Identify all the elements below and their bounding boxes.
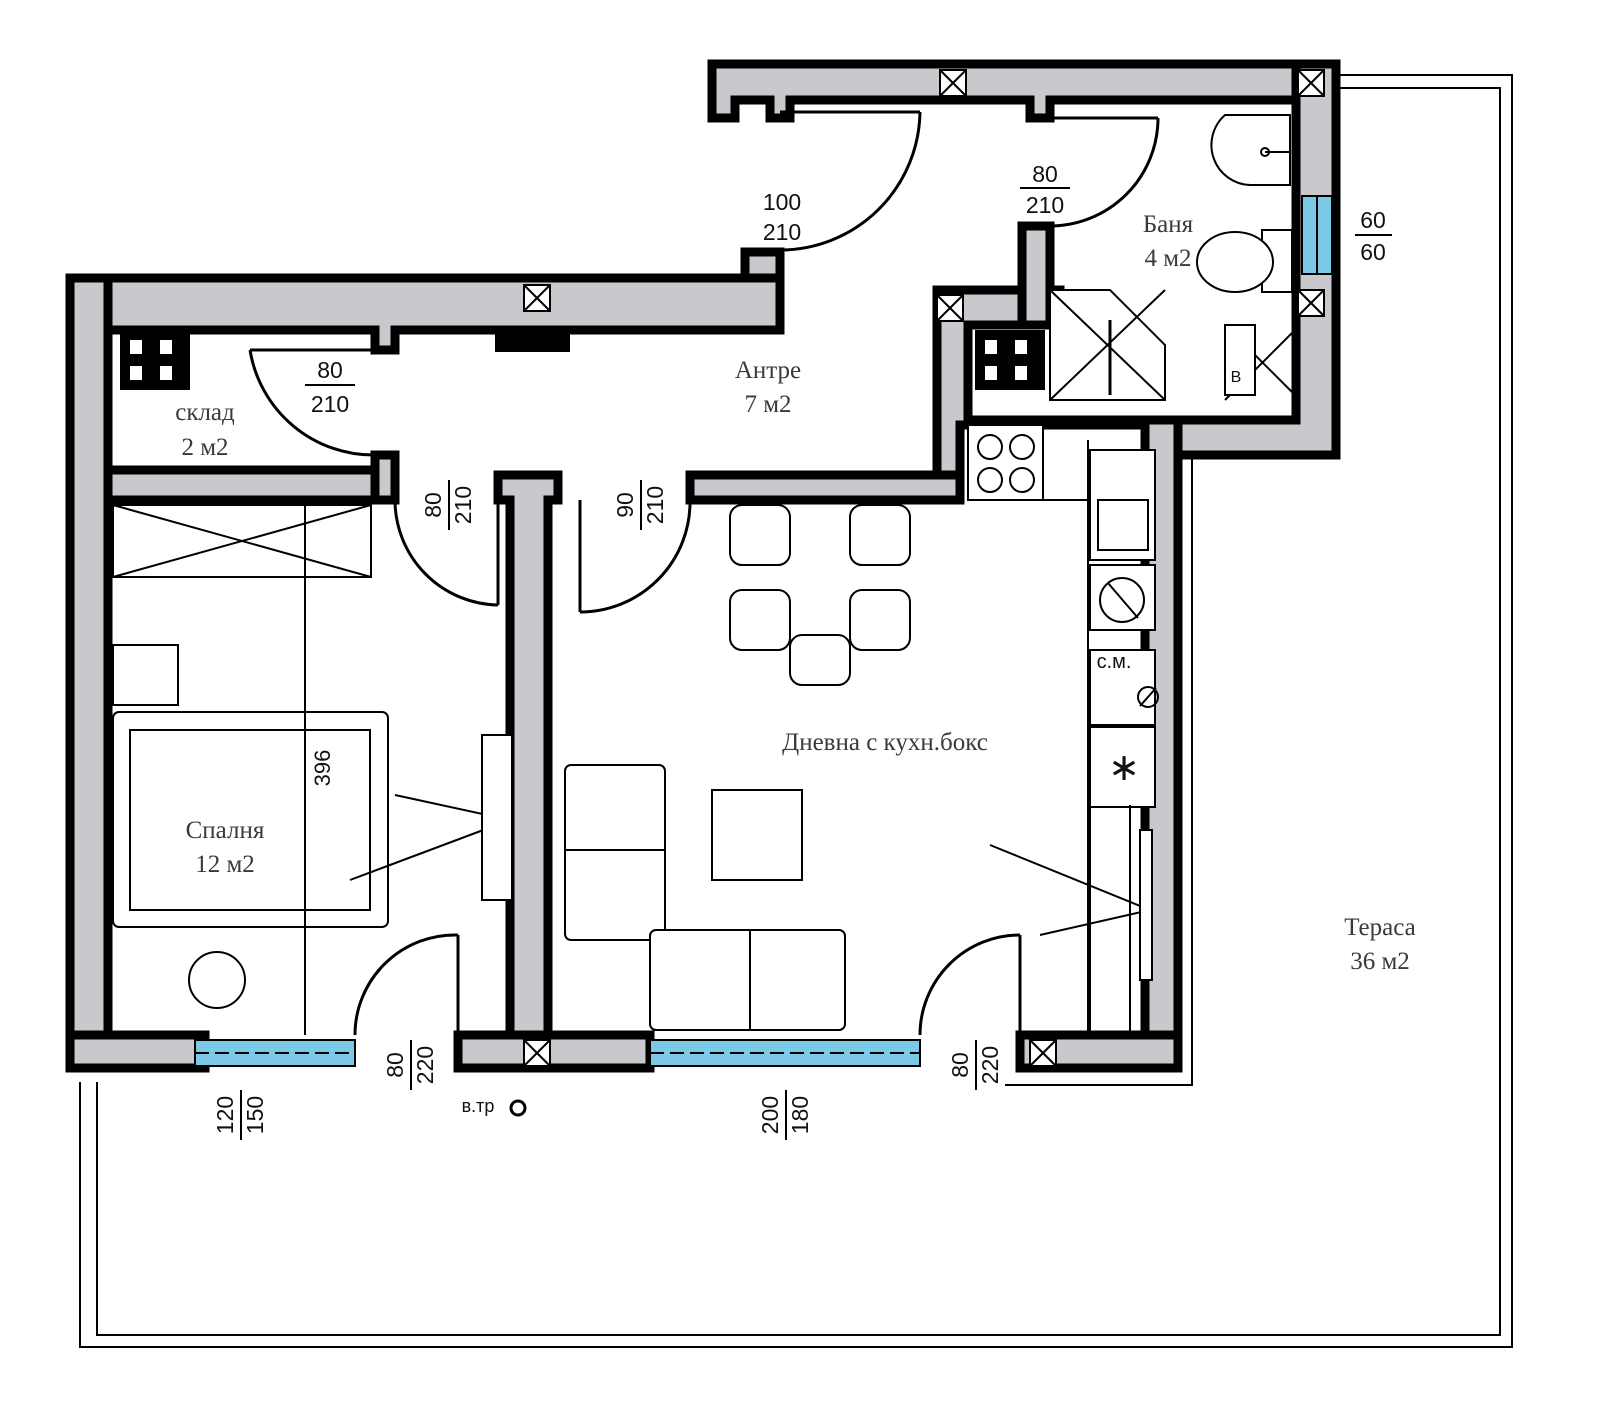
- living-balcony-door-dimension: 80 220: [947, 1040, 1003, 1090]
- bedroom-window-dimension: 120 150: [212, 1090, 268, 1140]
- svg-text:180: 180: [787, 1096, 813, 1134]
- terrace-area: 36 м2: [1350, 948, 1410, 975]
- svg-text:220: 220: [977, 1046, 1003, 1084]
- drain-pipe-label: в.тр: [462, 1096, 495, 1116]
- living-name: Дневна с кухн.бокс: [782, 729, 988, 756]
- storage-area: 2 м2: [181, 434, 228, 461]
- walls: [65, 59, 1341, 1073]
- freezer-icon: ∗: [1108, 747, 1140, 789]
- bed-length-label: 396: [310, 750, 335, 787]
- svg-text:220: 220: [412, 1046, 438, 1084]
- svg-text:210: 210: [311, 391, 349, 417]
- bedroom-door-dimension: 80 210: [420, 480, 476, 530]
- svg-text:80: 80: [317, 357, 343, 383]
- svg-text:90: 90: [612, 492, 638, 518]
- svg-text:210: 210: [642, 486, 668, 524]
- svg-text:80: 80: [947, 1052, 973, 1078]
- svg-text:80: 80: [420, 492, 446, 518]
- bathroom-name: Баня: [1143, 211, 1194, 238]
- washing-machine-label: с.м.: [1097, 651, 1132, 673]
- bedroom-furniture: [112, 500, 513, 1035]
- bathroom-window-dimension: 60 60: [1355, 207, 1392, 265]
- svg-text:120: 120: [212, 1096, 238, 1134]
- bedroom-name: Спалня: [186, 817, 265, 844]
- svg-text:60: 60: [1360, 207, 1386, 233]
- living-door-dimension: 90 210: [612, 480, 668, 530]
- hall-area: 7 м2: [744, 391, 791, 418]
- drain-pipe-icon: [509, 1099, 527, 1117]
- svg-text:60: 60: [1360, 239, 1386, 265]
- living-window-dimension: 200 180: [757, 1090, 813, 1140]
- bedroom-balcony-door-dimension: 80 220: [382, 1040, 438, 1090]
- svg-text:210: 210: [1026, 192, 1064, 218]
- storage-name: склад: [175, 399, 235, 426]
- bathroom-door-dimension: 80 210: [1020, 161, 1070, 218]
- svg-text:210: 210: [763, 219, 801, 245]
- svg-text:150: 150: [242, 1096, 268, 1134]
- ventilation-shafts: [120, 330, 1045, 390]
- bedroom-area: 12 м2: [195, 851, 255, 878]
- boiler-label: B: [1231, 369, 1242, 386]
- hall-name: Антре: [735, 357, 801, 384]
- bathroom-fixtures: [1049, 114, 1301, 401]
- bathroom-area: 4 м2: [1144, 245, 1191, 272]
- living-furniture: [564, 504, 1153, 1031]
- columns: [523, 69, 1325, 1067]
- svg-text:100: 100: [763, 189, 801, 215]
- svg-text:80: 80: [1032, 161, 1058, 187]
- storage-door-dimension: 80 210: [305, 357, 355, 417]
- glazing: [194, 195, 1333, 1067]
- entrance-door-dimension: 100 210: [763, 189, 801, 245]
- doors: [248, 110, 1160, 1036]
- kitchen-fixtures: [967, 424, 1159, 1035]
- svg-text:200: 200: [757, 1096, 783, 1134]
- svg-text:210: 210: [450, 486, 476, 524]
- terrace-name: Тераса: [1344, 914, 1416, 941]
- svg-text:80: 80: [382, 1052, 408, 1078]
